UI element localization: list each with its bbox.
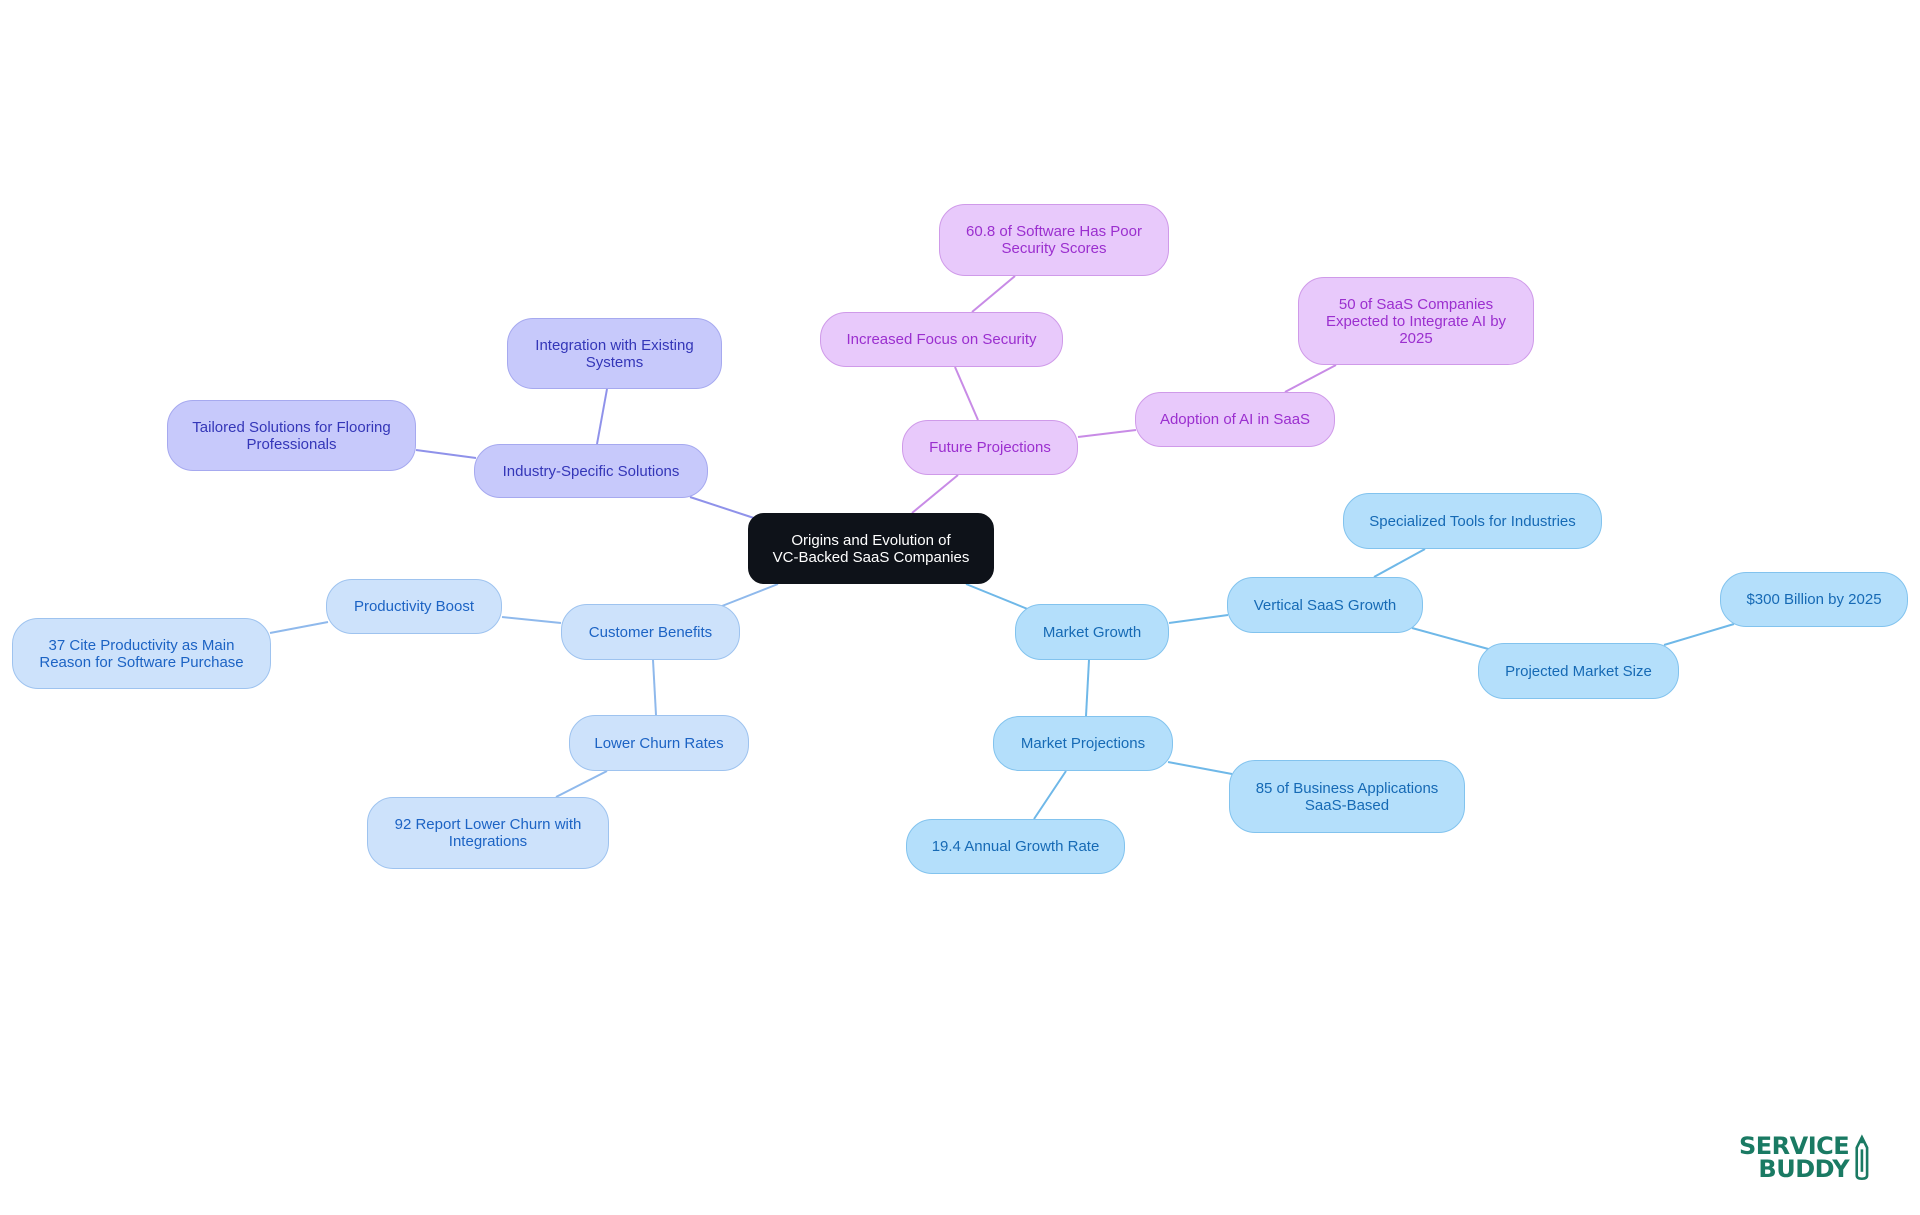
node-adoption-of-ai[interactable]: Adoption of AI in SaaS [1135, 392, 1335, 447]
node-industry-specific-solutions[interactable]: Industry-Specific Solutions [474, 444, 708, 498]
edge-industry-tailored [415, 449, 477, 459]
node-tailored-solutions-flooring[interactable]: Tailored Solutions for Flooring Professi… [167, 400, 416, 471]
edge-industry-integration [596, 388, 608, 445]
node-lower-churn-rates[interactable]: Lower Churn Rates [569, 715, 749, 771]
edge-root-marketgrowth [965, 583, 1031, 611]
edge-customer-productivity [501, 616, 562, 624]
node-vertical-saas-growth[interactable]: Vertical SaaS Growth [1227, 577, 1423, 633]
edge-security-poorsecurity [971, 275, 1016, 313]
edge-root-customer [721, 583, 779, 607]
edge-root-future [911, 474, 959, 514]
node-cite-productivity-37[interactable]: 37 Cite Productivity as Main Reason for … [12, 618, 271, 689]
edge-root-industry [689, 496, 761, 521]
node-productivity-boost[interactable]: Productivity Boost [326, 579, 502, 634]
node-future-projections[interactable]: Future Projections [902, 420, 1078, 475]
edge-future-security [954, 366, 979, 421]
edge-future-ai [1077, 429, 1137, 438]
edge-marketgrowth-marketproj [1085, 659, 1090, 717]
edge-churn-report92 [555, 770, 608, 798]
edge-customer-churn [652, 659, 657, 716]
node-market-projections[interactable]: Market Projections [993, 716, 1173, 771]
node-300-billion-2025[interactable]: $300 Billion by 2025 [1720, 572, 1908, 627]
node-annual-growth-19-4[interactable]: 19.4 Annual Growth Rate [906, 819, 1125, 874]
edge-marketproj-growth194 [1033, 770, 1067, 820]
node-projected-market-size[interactable]: Projected Market Size [1478, 643, 1679, 699]
root-node[interactable]: Origins and Evolution of VC-Backed SaaS … [748, 513, 994, 584]
edge-vertical-specialized [1373, 548, 1426, 578]
edge-productivity-cite37 [269, 621, 329, 634]
node-poor-security-scores[interactable]: 60.8 of Software Has Poor Security Score… [939, 204, 1169, 276]
node-integration-with-existing-systems[interactable]: Integration with Existing Systems [507, 318, 722, 389]
edge-marketproj-apps85 [1167, 761, 1233, 775]
node-increased-focus-security[interactable]: Increased Focus on Security [820, 312, 1063, 367]
service-buddy-logo: SERVICE BUDDY [1739, 1129, 1869, 1187]
logo-wordmark: SERVICE BUDDY [1739, 1132, 1850, 1183]
node-business-apps-85[interactable]: 85 of Business Applications SaaS-Based [1229, 760, 1465, 833]
node-ai-integration-50[interactable]: 50 of SaaS Companies Expected to Integra… [1298, 277, 1534, 365]
edge-vertical-projectedsize [1411, 627, 1493, 651]
logo-line-2: BUDDY [1758, 1155, 1850, 1183]
node-market-growth[interactable]: Market Growth [1015, 604, 1169, 660]
edge-marketgrowth-vertical [1168, 614, 1229, 624]
node-customer-benefits[interactable]: Customer Benefits [561, 604, 740, 660]
logo-line-1: SERVICE [1739, 1132, 1850, 1160]
pencil-icon [1855, 1134, 1869, 1181]
edge-projectedsize-billion300 [1663, 623, 1735, 646]
node-report-lower-churn-92[interactable]: 92 Report Lower Churn with Integrations [367, 797, 609, 869]
node-specialized-tools[interactable]: Specialized Tools for Industries [1343, 493, 1602, 549]
edge-ai-ai50 [1284, 364, 1337, 393]
